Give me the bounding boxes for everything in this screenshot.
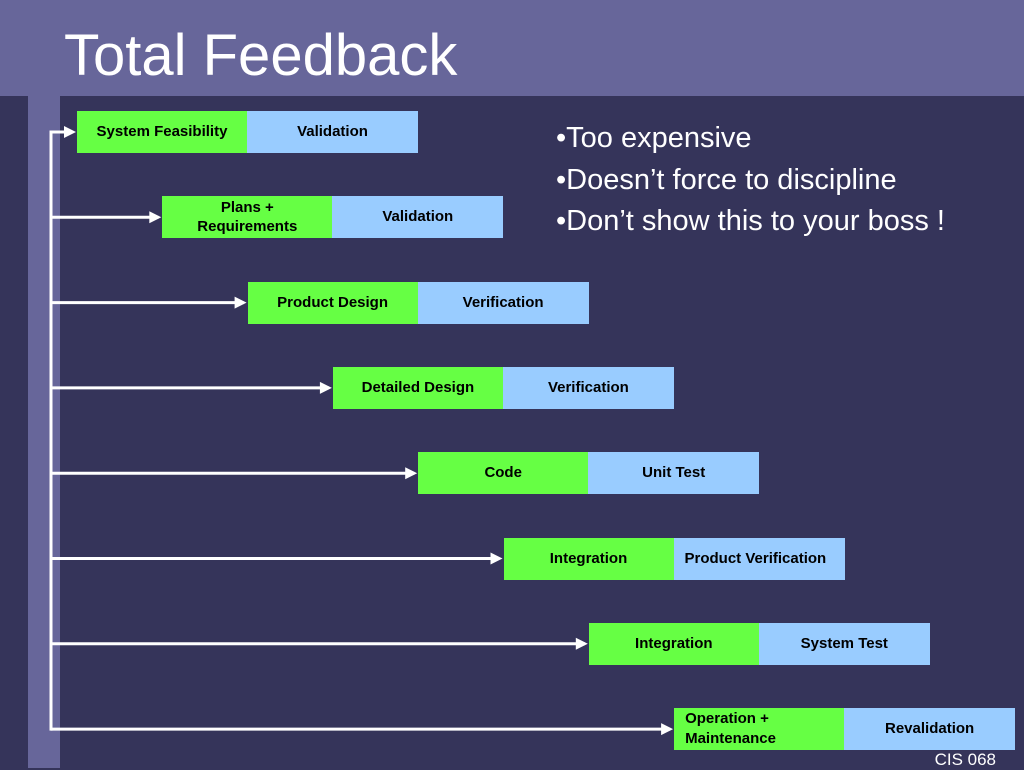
bullet-list: •Too expensive •Doesn’t force to discipl…: [556, 118, 945, 243]
bullet-item: •Too expensive: [556, 122, 752, 154]
stage-check-box: Product Verification: [673, 537, 845, 580]
feedback-arrowhead: [661, 723, 674, 736]
feedback-arrowhead: [149, 211, 162, 224]
stage-check-box: Validation: [247, 111, 418, 153]
feedback-arrowhead: [575, 637, 588, 650]
stage-check-box: System Test: [758, 622, 930, 665]
bullet-item: •Doesn’t force to discipline: [556, 163, 897, 196]
stage-check-box: Revalidation: [844, 708, 1016, 751]
feedback-arrowhead: [234, 296, 247, 309]
feedback-arrowhead: [319, 381, 332, 394]
stage-phase-box: Product Design: [247, 281, 418, 324]
stage-phase-box: Detailed Design: [332, 366, 503, 409]
feedback-arrowhead: [405, 467, 418, 480]
stage-phase-box: Integration: [503, 537, 674, 580]
title-band: [0, 0, 1024, 96]
footer-course-code: CIS 068: [934, 750, 996, 769]
slide-title: Total Feedback: [64, 23, 458, 88]
stage-phase-box: Plans + Requirements: [162, 196, 333, 239]
stage-check-box: Unit Test: [588, 452, 760, 495]
stage-phase-box: Operation + Maintenance: [674, 708, 845, 751]
feedback-arrowhead: [490, 552, 503, 565]
bullet-item: •Don’t show this to your boss !: [556, 205, 945, 237]
stage-phase-box: System Feasibility: [77, 111, 247, 153]
feedback-arrowhead: [64, 126, 76, 138]
stage-phase-box: Code: [418, 452, 589, 495]
stage-check-box: Validation: [332, 196, 504, 239]
left-accent-bar: [28, 96, 60, 768]
stage-check-box: Verification: [417, 281, 589, 324]
stage-phase-box: Integration: [588, 622, 759, 665]
stage-check-box: Verification: [502, 366, 674, 409]
